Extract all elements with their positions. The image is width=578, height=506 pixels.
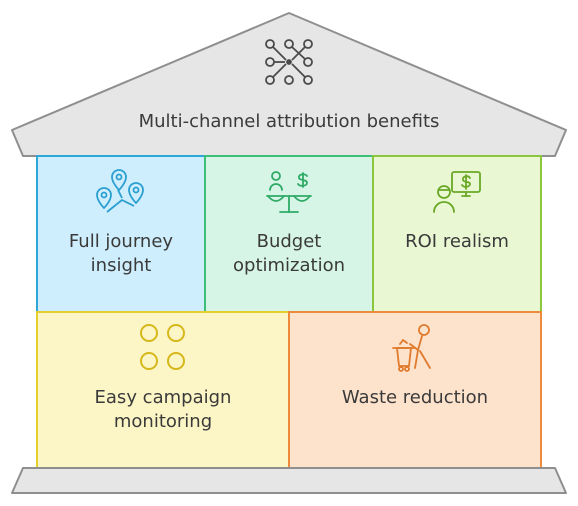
panel-full-journey-insight: [36, 155, 206, 313]
panel-roi-realism: [372, 155, 542, 313]
benefit-label-full-journey-insight: Full journey insight: [68, 231, 174, 276]
benefit-label-easy-campaign-monitoring: Easy campaign monitoring: [94, 387, 232, 432]
person-trash-cart-icon: [392, 324, 431, 372]
base: [11, 467, 567, 494]
four-circles-icon: [140, 324, 185, 370]
panel-waste-reduction: [288, 311, 542, 469]
benefit-label-roi-realism: ROI realism: [405, 231, 509, 252]
benefit-label-budget-optimization: Budget optimization: [233, 231, 345, 276]
roof-title: Multi-channel attribution benefits: [138, 111, 440, 132]
person-monitor-dollar-icon: [433, 171, 481, 213]
map-pins-route-icon: [96, 169, 144, 213]
benefit-label-waste-reduction: Waste reduction: [341, 387, 489, 408]
network-nodes-icon: [265, 39, 313, 85]
balance-scale-dollar-icon: [266, 171, 312, 213]
